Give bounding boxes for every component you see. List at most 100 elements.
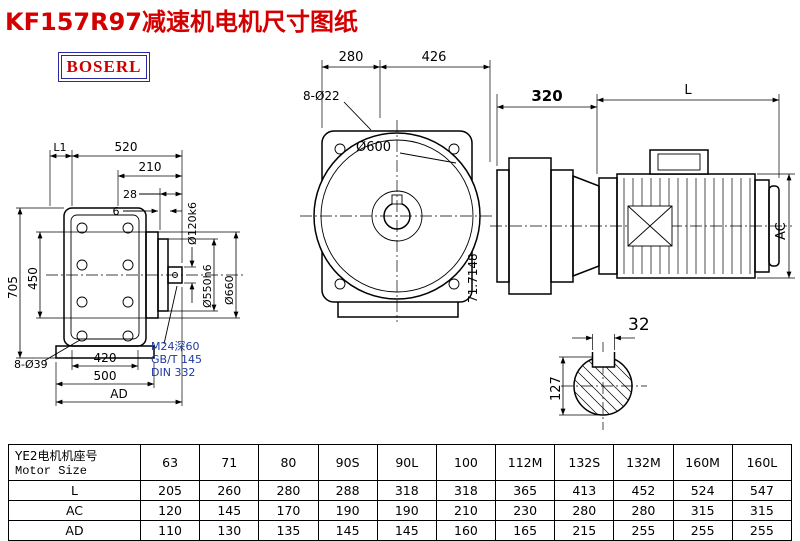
- hatching: [574, 357, 633, 416]
- dim-value: 145: [317, 520, 378, 541]
- dim-value: 365: [495, 480, 556, 501]
- terminal-box-lid: [657, 153, 701, 171]
- dim-l1: L1: [53, 141, 66, 154]
- corner-holes-22: [334, 143, 460, 290]
- col-header: 160L: [731, 444, 793, 481]
- tap-note-2: GB/T 145: [151, 353, 202, 366]
- row-label: AC: [8, 500, 141, 521]
- side-dimensions: 320 L AC: [496, 83, 795, 279]
- dim-value: 210: [435, 500, 497, 521]
- col-header: 132M: [613, 444, 674, 481]
- dia-shaft-label: Ø120k6: [186, 202, 199, 245]
- front-dimensions: 280 426 8-Ø22 Ø600 71.7148: [303, 50, 491, 303]
- dim-value: 145: [376, 520, 437, 541]
- dim-value: 315: [672, 500, 733, 521]
- dimension-table: YE2电机机座号 Motor Size 63 71 80 90S 90L 100…: [8, 444, 793, 541]
- dim-28: 28: [123, 188, 137, 201]
- col-header: 100: [435, 444, 497, 481]
- housing-front-view: L1 520 210 28 6 705 450 420: [6, 140, 244, 406]
- col-header: 90L: [376, 444, 437, 481]
- dim-280: 280: [339, 50, 364, 65]
- fan-cover: [768, 185, 780, 267]
- dim-value: 170: [258, 500, 319, 521]
- tap-note-1: M24深60: [151, 340, 200, 353]
- keyway-slot: [591, 352, 616, 368]
- dim-value: 280: [613, 500, 674, 521]
- dim-value: 165: [495, 520, 556, 541]
- dim-value: 413: [554, 480, 615, 501]
- dim-value: 145: [199, 500, 260, 521]
- housing-inner: [70, 214, 140, 340]
- dia-600-label: Ø600: [356, 140, 391, 155]
- dim-value: 288: [317, 480, 378, 501]
- brand-logo: BOSERL: [58, 52, 150, 82]
- dim-6: 6: [113, 205, 120, 218]
- motor-size-header: YE2电机机座号 Motor Size: [8, 444, 141, 481]
- dim-450: 450: [26, 267, 40, 290]
- holes-22-label: 8-Ø22: [303, 89, 340, 103]
- col-header: 63: [139, 444, 201, 481]
- dim-705: 705: [6, 276, 20, 299]
- mounting-foot: [55, 345, 155, 359]
- col-header: 90S: [317, 444, 378, 481]
- dim-value: 130: [199, 520, 260, 541]
- dim-210: 210: [139, 160, 162, 174]
- flange-foot: [337, 302, 459, 318]
- dim-value: 524: [672, 480, 733, 501]
- keyway-cut: [592, 352, 615, 367]
- motor-size-label-cn: YE2电机机座号: [15, 449, 98, 463]
- output-shaft-profile: [167, 266, 183, 284]
- dim-ad: AD: [110, 387, 127, 401]
- dim-320: 320: [531, 87, 562, 105]
- dim-value: 255: [613, 520, 674, 541]
- bolt-holes-39: [76, 222, 134, 342]
- table-row-AC: AC 120 145 170 190 190 210 230 280 280 3…: [8, 500, 793, 521]
- dia-flange-label: Ø660: [223, 275, 236, 305]
- col-header: 132S: [554, 444, 615, 481]
- housing-dimensions: L1 520 210 28 6 705 450 420: [6, 140, 240, 406]
- tapped-hole: [172, 272, 178, 278]
- dim-value: 315: [731, 500, 793, 521]
- flange-front-view: 280 426 8-Ø22 Ø600 71.7148: [300, 50, 492, 322]
- motor-size-label-en: Motor Size: [15, 464, 88, 478]
- tap-note-3: DIN 332: [151, 366, 195, 379]
- holes-39-label: 8-Ø39: [14, 358, 48, 371]
- col-header: 80: [258, 444, 319, 481]
- dim-value: 205: [139, 480, 201, 501]
- dim-value: 255: [731, 520, 793, 541]
- dim-l: L: [684, 83, 692, 98]
- col-header: 160M: [672, 444, 733, 481]
- section-dimensions: 32 127: [549, 315, 650, 416]
- dim-value: 135: [258, 520, 319, 541]
- dim-value: 160: [435, 520, 497, 541]
- dim-value: 190: [376, 500, 437, 521]
- housing-outline: [63, 207, 147, 347]
- dim-500: 500: [94, 369, 117, 383]
- dim-value: 110: [139, 520, 201, 541]
- row-label: AD: [8, 520, 141, 541]
- col-header: 112M: [495, 444, 556, 481]
- dim-value: 215: [554, 520, 615, 541]
- dim-32: 32: [628, 315, 650, 335]
- dia-spigot-label: Ø550h6: [201, 264, 214, 308]
- angle-label: 71.7148: [466, 253, 480, 303]
- dim-value: 280: [554, 500, 615, 521]
- dim-value: 230: [495, 500, 556, 521]
- dim-127: 127: [549, 376, 564, 401]
- table-row-AD: AD 110 130 135 145 145 160 165 215 255 2…: [8, 520, 793, 541]
- dim-value: 120: [139, 500, 201, 521]
- col-header: 71: [199, 444, 260, 481]
- dim-ac: AC: [774, 222, 789, 240]
- dim-value: 452: [613, 480, 674, 501]
- dim-value: 190: [317, 500, 378, 521]
- dim-value: 260: [199, 480, 260, 501]
- dim-420: 420: [94, 351, 117, 365]
- motor-side-view: 320 L AC: [490, 83, 795, 295]
- brand-logo-text: BOSERL: [66, 57, 142, 76]
- dim-value: 547: [731, 480, 793, 501]
- shaft-section-view: 32 127: [549, 315, 650, 430]
- dim-value: 255: [672, 520, 733, 541]
- dim-value: 280: [258, 480, 319, 501]
- row-label: L: [8, 480, 141, 501]
